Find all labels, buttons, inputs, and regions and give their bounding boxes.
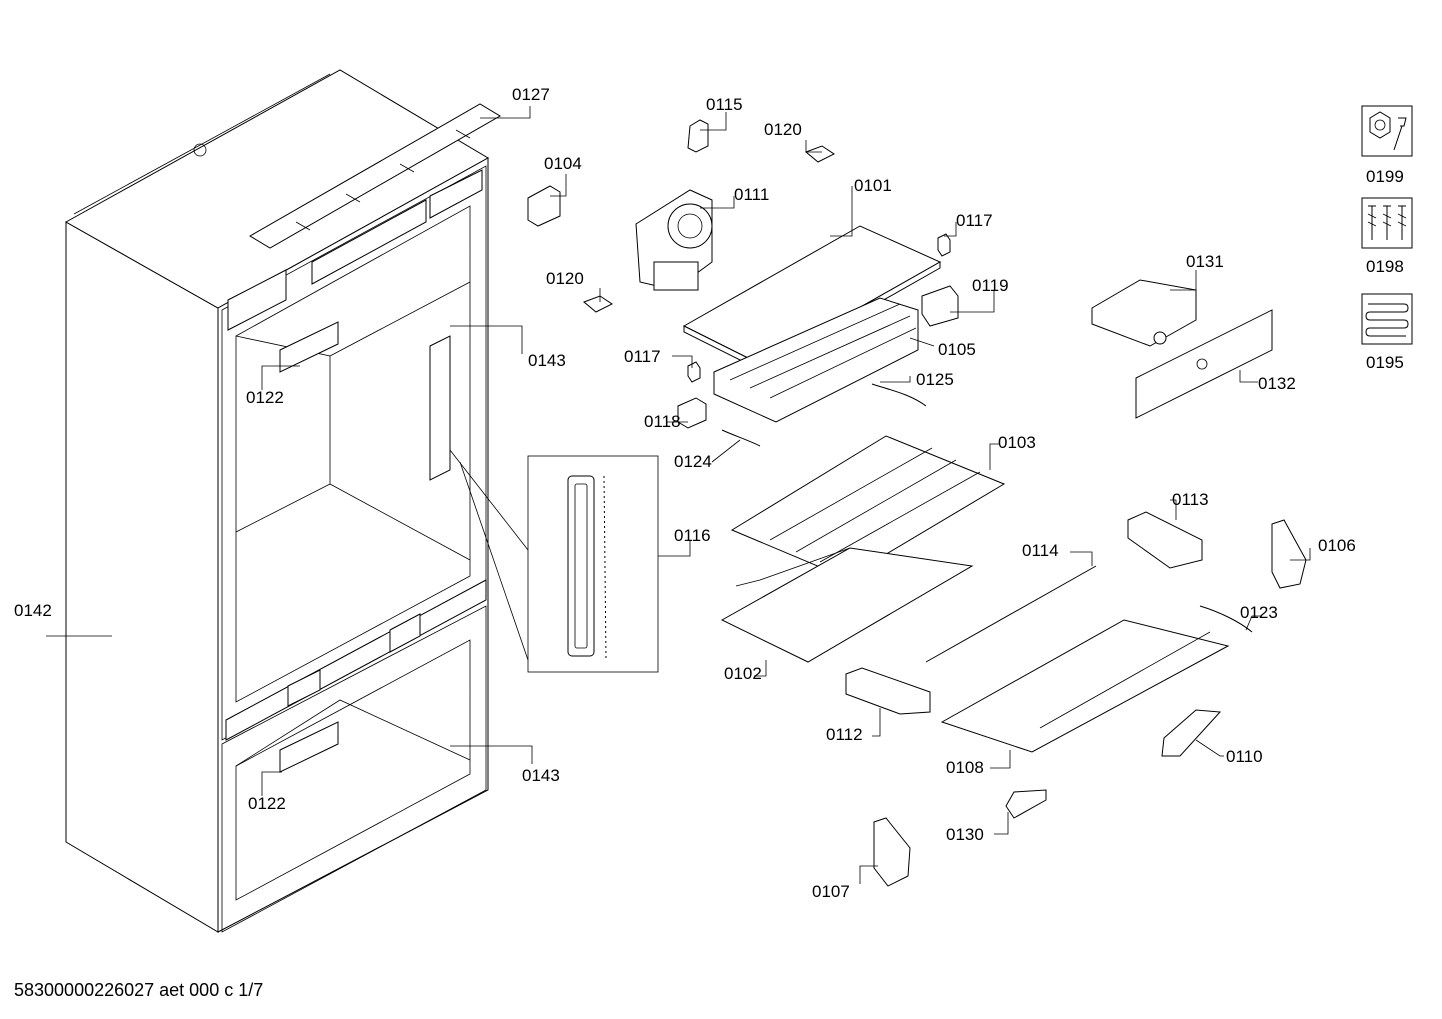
wrench-nut-icon [1369,111,1407,151]
cover-plate-0132 [1135,309,1273,419]
callout-0107: 0107 [812,882,850,901]
callout-0124: 0124 [674,452,712,471]
kit-0199[interactable]: 0199 [1361,105,1413,186]
callout-0108: 0108 [946,758,984,777]
heater-0118 [677,397,707,429]
bracket-0106 [1271,519,1307,589]
callout-0101: 0101 [854,176,892,195]
clip-0117-mid [687,361,701,383]
document-reference: 58300000226027 aet 000 c 1/7 [14,980,264,1000]
kit-label-0198: 0198 [1366,257,1404,276]
callout-0120-mid: 0120 [546,269,584,288]
drip-tray-upper [730,435,1006,579]
kit-label-0195: 0195 [1366,353,1404,372]
clip-0120-mid [583,295,613,313]
callout-0122-upper: 0122 [246,388,284,407]
callout-0116: 0116 [674,526,711,545]
callout-0125: 0125 [916,370,954,389]
callout-0103: 0103 [998,433,1036,452]
callout-0120-top: 0120 [764,120,802,139]
callout-0122-lower: 0122 [248,794,286,813]
callout-0132: 0132 [1258,374,1296,393]
door-seal-detail [449,449,659,673]
clip-0115 [687,119,709,153]
callout-0113: 0113 [1172,490,1209,509]
callout-0119: 0119 [972,276,1009,295]
bracket-0113 [1127,511,1203,569]
bracket-0110 [1161,709,1222,757]
wire-0124 [721,429,761,447]
callout-0111: 0111 [734,185,769,204]
callout-0118: 0118 [644,412,681,431]
drain-channel [940,619,1230,753]
screws-icon [1367,205,1407,240]
callout-0105: 0105 [938,340,976,359]
kit-label-0199: 0199 [1366,167,1404,186]
callout-0114: 0114 [1022,541,1059,560]
callout-0142: 0142 [14,601,52,620]
callout-0127: 0127 [512,85,550,104]
bracket-0130 [1005,789,1047,819]
callout-0104: 0104 [544,154,582,173]
control-module [1091,279,1197,347]
callout-0130: 0130 [946,825,984,844]
callout-0112: 0112 [826,725,863,744]
callout-0115: 0115 [706,95,743,114]
connector-0119 [921,285,959,327]
drip-tray-lower [720,547,974,663]
bracket-0107 [873,817,911,887]
exploded-parts-diagram: 0127 0115 0120 0104 0111 0101 0117 0120 … [14,69,1413,933]
heating-coil-icon [1365,303,1409,337]
clip-0120-top [805,145,835,163]
callout-0110: 0110 [1226,747,1263,766]
callout-0131: 0131 [1186,252,1224,271]
cabinet-housing [64,69,501,933]
fan-housing [635,189,713,291]
callout-0117-top: 0117 [956,211,993,230]
clip-0117-top [937,233,951,257]
callout-0143-lower: 0143 [522,766,560,785]
callout-0106: 0106 [1318,536,1356,555]
evaporator-coil [713,297,919,423]
kit-0195[interactable]: 0195 [1361,293,1413,372]
callout-0102: 0102 [724,664,762,683]
rod-0114 [925,565,1097,663]
sensor-0104 [527,185,561,227]
callout-0117-mid: 0117 [624,347,661,366]
kit-0198[interactable]: 0198 [1361,197,1413,276]
wire-0123 [1199,605,1253,633]
leader-lines [46,106,1311,884]
callout-0143-upper: 0143 [528,351,566,370]
bracket-0112 [845,667,931,715]
callout-0123: 0123 [1240,603,1278,622]
wire-0125 [871,383,927,407]
